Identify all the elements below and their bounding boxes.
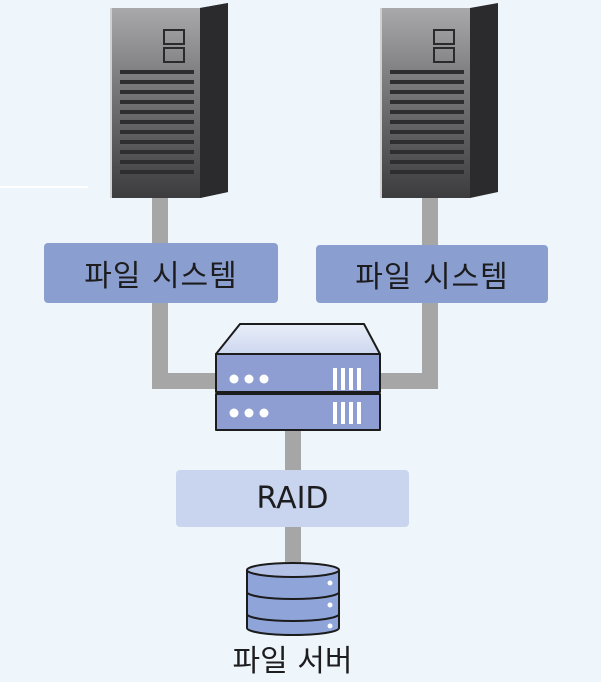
file-system-left-text: 파일 시스템 xyxy=(84,259,238,294)
storage-label: 파일 서버 xyxy=(232,644,353,679)
file-system-right-text: 파일 시스템 xyxy=(355,260,509,295)
raid-text: RAID xyxy=(256,481,329,516)
connector-right-to-raid xyxy=(378,300,438,389)
raid-controller-icon xyxy=(215,323,381,431)
file-system-right-label: 파일 시스템 xyxy=(316,245,548,303)
database-icon xyxy=(246,562,340,636)
server-tower-icon xyxy=(110,3,228,198)
connector-left-to-raid xyxy=(152,300,222,389)
connector-lines xyxy=(152,198,438,562)
server-tower-icon xyxy=(380,3,498,198)
file-system-left-label: 파일 시스템 xyxy=(44,243,278,303)
raid-label: RAID xyxy=(176,470,409,527)
